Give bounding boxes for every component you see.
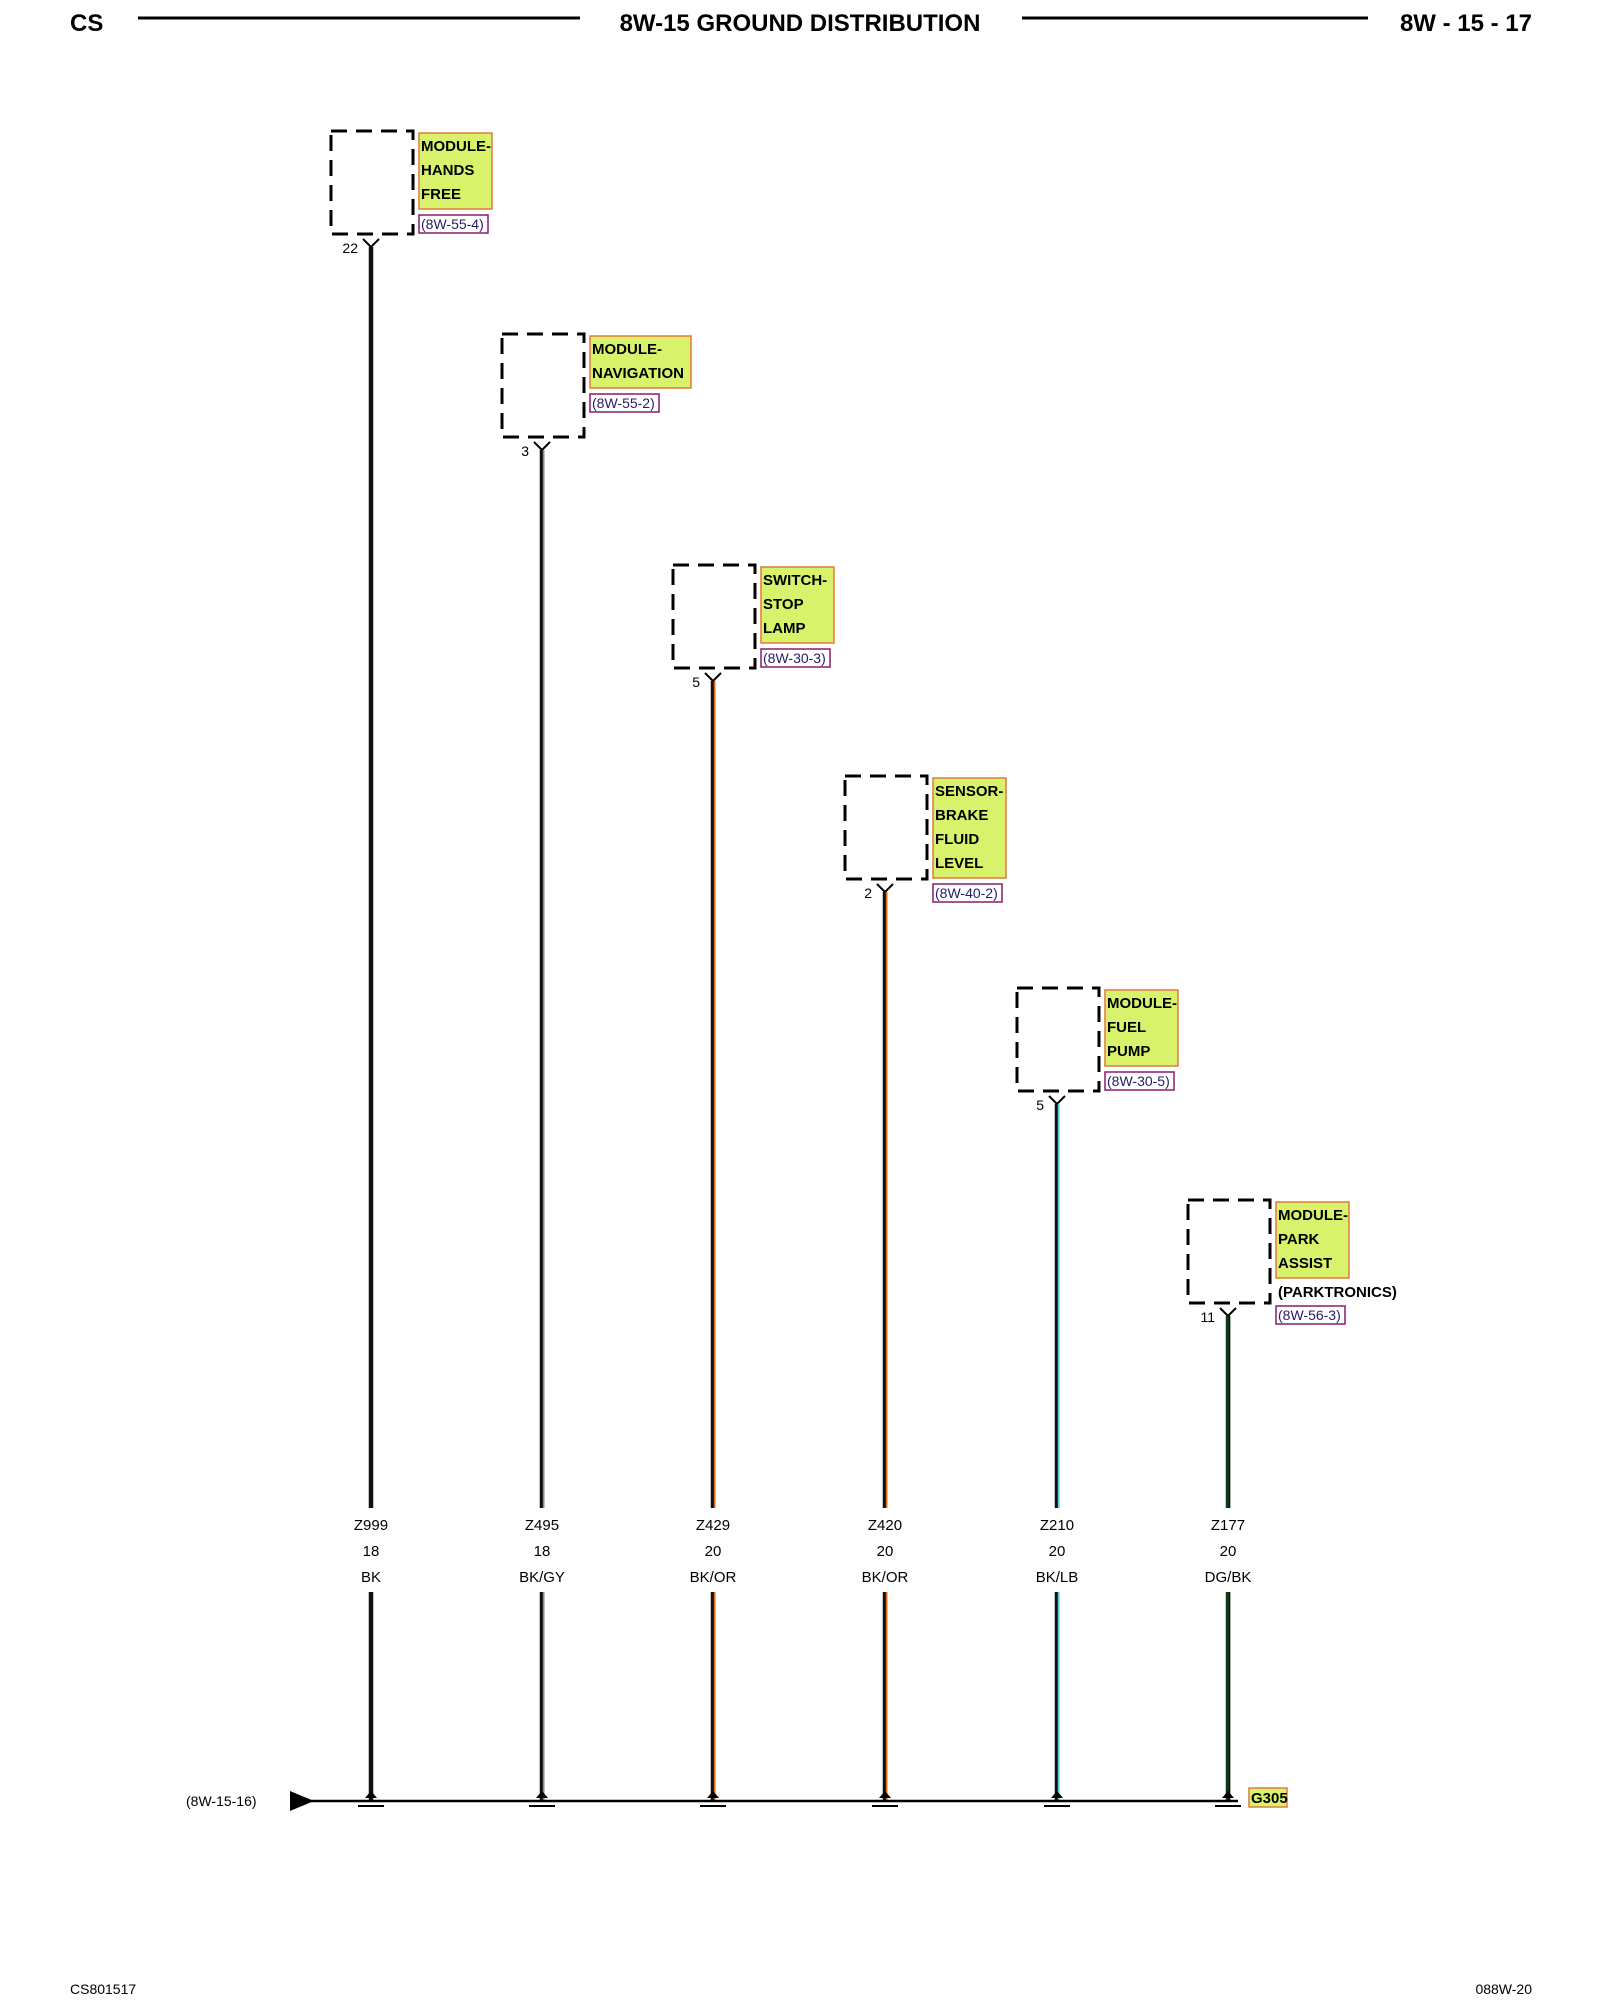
component-box bbox=[843, 774, 929, 881]
connector-icon bbox=[876, 883, 894, 894]
reference-link[interactable]: (8W-30-3) bbox=[763, 650, 826, 666]
wire-circuit: Z210 bbox=[1040, 1517, 1074, 1534]
page-header: CS 8W-15 GROUND DISTRIBUTION 8W - 15 - 1… bbox=[70, 10, 1532, 37]
component-label-line: NAVIGATION bbox=[592, 365, 684, 382]
wire-gauge: 20 bbox=[877, 1543, 894, 1560]
component-label-box bbox=[589, 335, 692, 389]
pin-number: 5 bbox=[1036, 1097, 1044, 1113]
reference-link[interactable]: (8W-55-4) bbox=[421, 216, 484, 232]
component-label-line: MODULE- bbox=[1107, 995, 1177, 1012]
connector-icon bbox=[704, 672, 722, 683]
wire-gauge: 20 bbox=[1049, 1543, 1066, 1560]
components-layer: 22MODULE-HANDSFREE(8W-55-4)Z99918BK3MODU… bbox=[329, 129, 1397, 1807]
component-label-line: LEVEL bbox=[935, 855, 983, 872]
wire-color: BK/GY bbox=[519, 1569, 565, 1586]
reference-box bbox=[418, 214, 489, 234]
connector-icon bbox=[1048, 1095, 1066, 1106]
component-label-line: STOP bbox=[763, 596, 804, 613]
component-label-line: MODULE- bbox=[592, 341, 662, 358]
reference-box bbox=[1275, 1305, 1346, 1325]
component-box bbox=[671, 563, 757, 670]
component-note: (PARKTRONICS) bbox=[1278, 1284, 1397, 1301]
component-label-line: FUEL bbox=[1107, 1019, 1146, 1036]
component-label-box bbox=[760, 566, 835, 644]
wire-gauge: 20 bbox=[1220, 1543, 1237, 1560]
wire-circuit: Z999 bbox=[354, 1517, 388, 1534]
connector-icon bbox=[1219, 1307, 1237, 1318]
ground-bus: (8W-15-16) G305 bbox=[186, 1787, 1288, 1811]
reference-box bbox=[1104, 1071, 1175, 1091]
pin-number: 5 bbox=[692, 674, 700, 690]
pin-number: 22 bbox=[342, 240, 358, 256]
splice-icon bbox=[879, 1791, 891, 1798]
wire-color: DG/BK bbox=[1205, 1569, 1252, 1586]
component-label-line: MODULE- bbox=[421, 138, 491, 155]
reference-box bbox=[589, 393, 660, 413]
wire-circuit: Z429 bbox=[696, 1517, 730, 1534]
bus-continuation-ref: (8W-15-16) bbox=[186, 1793, 257, 1809]
component-label-box bbox=[1275, 1201, 1350, 1279]
component-label-line: PUMP bbox=[1107, 1043, 1150, 1060]
splice-icon bbox=[707, 1791, 719, 1798]
reference-link[interactable]: (8W-56-3) bbox=[1278, 1307, 1341, 1323]
splice-icon bbox=[1222, 1791, 1234, 1798]
footer-left: CS801517 bbox=[70, 1981, 136, 1997]
wire-circuit: Z177 bbox=[1211, 1517, 1245, 1534]
connector-icon bbox=[362, 238, 380, 249]
component-label-line: SENSOR- bbox=[935, 783, 1003, 800]
ground-label-box bbox=[1248, 1787, 1288, 1808]
component-label-line: FREE bbox=[421, 186, 461, 203]
component-box bbox=[1015, 986, 1101, 1093]
wire-color: BK/OR bbox=[690, 1569, 737, 1586]
component-label-line: SWITCH- bbox=[763, 572, 827, 589]
wire-gauge: 18 bbox=[534, 1543, 551, 1560]
component-label-box bbox=[1104, 989, 1179, 1067]
footer-right: 088W-20 bbox=[1475, 1981, 1532, 1997]
page-title: 8W-15 GROUND DISTRIBUTION bbox=[620, 10, 981, 37]
wire-color: BK/LB bbox=[1036, 1569, 1079, 1586]
wire-gauge: 20 bbox=[705, 1543, 722, 1560]
component-5: 11 MODULE- PARK ASSIST (PARKTRONICS) (8W-56-3… bbox=[1186, 1198, 1397, 1807]
component-box bbox=[1186, 1198, 1272, 1305]
component-3: 2 SENSOR- BRAKE FLUID LEVEL (8W-40-2) Z420 20BK… bbox=[843, 774, 1007, 1807]
wire-color: BK bbox=[361, 1569, 381, 1586]
reference-link[interactable]: (8W-55-2) bbox=[592, 395, 655, 411]
component-box bbox=[329, 129, 415, 236]
component-box bbox=[500, 332, 586, 439]
component-label-line: LAMP bbox=[763, 620, 806, 637]
reference-link[interactable]: (8W-30-5) bbox=[1107, 1073, 1170, 1089]
component-label-line: MODULE- bbox=[1278, 1207, 1348, 1224]
wire-circuit: Z420 bbox=[868, 1517, 902, 1534]
splice-icon bbox=[536, 1791, 548, 1798]
header-right: 8W - 15 - 17 bbox=[1400, 10, 1532, 37]
splice-icon bbox=[1051, 1791, 1063, 1798]
component-label-box bbox=[418, 132, 493, 210]
pin-number: 11 bbox=[1200, 1309, 1215, 1325]
reference-link[interactable]: (8W-40-2) bbox=[935, 885, 998, 901]
wire-gauge: 18 bbox=[363, 1543, 380, 1560]
component-label-line: PARK bbox=[1278, 1231, 1320, 1248]
pin-number: 2 bbox=[864, 885, 872, 901]
component-label-line: FLUID bbox=[935, 831, 979, 848]
component-label-line: ASSIST bbox=[1278, 1255, 1332, 1272]
wire-circuit: Z495 bbox=[525, 1517, 559, 1534]
reference-box bbox=[932, 883, 1003, 903]
component-label-line: HANDS bbox=[421, 162, 474, 179]
splice-icon bbox=[365, 1791, 377, 1798]
ground-label: G305 bbox=[1251, 1790, 1288, 1807]
component-label-box bbox=[932, 777, 1007, 879]
pin-number: 3 bbox=[521, 443, 529, 459]
wire-color: BK/OR bbox=[862, 1569, 909, 1586]
component-label-line: BRAKE bbox=[935, 807, 988, 824]
connector-icon bbox=[533, 441, 551, 452]
header-left: CS bbox=[70, 10, 103, 37]
reference-box bbox=[760, 648, 831, 668]
